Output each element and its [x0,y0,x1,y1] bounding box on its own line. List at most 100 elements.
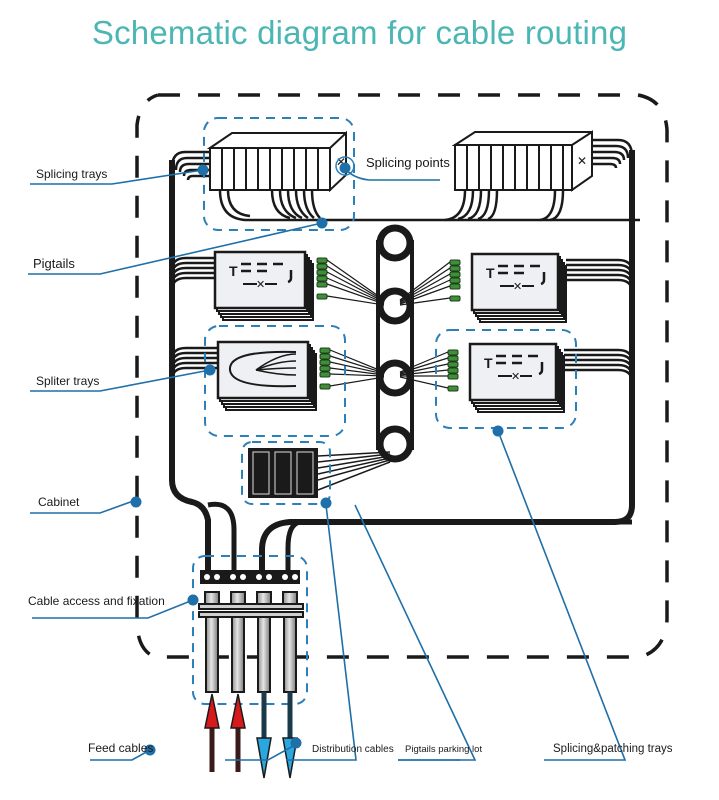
distribution-cable [261,692,267,740]
fiber-path [498,264,540,275]
connector [316,293,328,300]
label-splicing-points: Splicing points [366,155,450,170]
splice-mark-icon: ✕ [511,371,520,383]
splicing-tray-left: ✕ [170,130,640,222]
splitter-branch [255,353,297,371]
connector [447,373,459,380]
trunk-fiber [170,276,215,291]
label-splicing-trays: Splicing trays [36,167,107,181]
gland-plate [198,611,304,618]
feed-arrow-icon [204,693,220,729]
trunk-fiber [170,356,218,371]
connector [316,281,328,288]
trunk-fiber [170,256,215,271]
splice-mark-icon: ✕ [336,155,346,169]
distribution-arrow-icon [282,737,298,779]
splicing-tray-right: ✕ [444,130,634,222]
fiber-hook [540,272,546,286]
tray-group: T✕T✕T✕ [170,250,634,413]
patching-tray-group-outline [435,329,577,429]
fiber [399,297,451,306]
cable-tube [205,615,219,693]
splicing-tray: T✕ [399,342,634,413]
splice-mark-icon: ✕ [577,154,587,168]
splitter-tray [170,340,385,411]
fiber [329,376,385,387]
clamp-screw [256,574,262,580]
clamp-screw [240,574,246,580]
fiber [399,363,449,375]
connector [316,275,328,282]
splice-mark-icon: ✕ [256,279,265,291]
cable-arrows [204,692,298,779]
connector [449,259,461,266]
fiber [399,273,451,303]
gland-plate [198,603,304,610]
fiber [399,357,449,374]
cable-access-fixation [198,570,304,693]
fiber [329,361,385,375]
trunk-fiber [170,261,215,276]
trunk-fiber [566,268,634,283]
clamp-screw [266,574,272,580]
slack-ring-column [376,224,414,463]
fiber [326,295,385,306]
trunk-fiber [170,346,218,361]
fiber [399,376,449,389]
feed-cable [209,726,215,772]
clamp-screw [230,574,236,580]
fiber [399,267,451,302]
fiber [399,369,449,376]
callout-dots [130,162,504,756]
connector [449,271,461,278]
label-spliter-trays: Spliter trays [36,374,99,388]
trunk-fiber [566,273,634,288]
label-cable-access: Cable access and fixation [28,594,165,608]
fiber [399,261,451,301]
trunk-fiber [564,353,634,368]
trunk-fiber [566,278,634,293]
parking-lot-group-outline [241,441,331,505]
splitter-loop-icon [228,350,297,388]
cable-tube [257,615,271,693]
main-cable-branches [207,501,632,570]
connector [449,283,461,290]
splicing-tray: T✕ [170,250,385,321]
feed-arrow-icon [230,693,246,729]
diagram-title: Schematic diagram for cable routing [91,14,628,51]
label-splicing-patching-trays: Splicing&patching trays [553,743,673,755]
label-distribution-cables: Distribution cables [312,744,394,755]
fiber [326,265,385,302]
connector [447,349,459,356]
connector [319,347,331,354]
fiber-path [241,262,283,273]
connector [316,257,328,264]
connector [447,355,459,362]
cable-tube [283,615,297,693]
tray-glyph: T [229,263,238,279]
gland-cap [282,591,298,605]
trunk-fiber [566,258,634,273]
tray-glyph: T [486,265,495,281]
label-feed-cables: Feed cables [88,741,153,755]
fiber [326,283,385,305]
gland-cap [256,591,272,605]
fiber [329,349,385,373]
feed-cable [235,726,241,772]
label-pigtails: Pigtails [33,256,75,271]
clamp-screw [282,574,288,580]
splice-mark-icon: ✕ [513,281,522,293]
connector [449,265,461,272]
connector [447,367,459,374]
distribution-cable [287,692,293,740]
cabinet-outline [135,93,669,659]
trunk-fiber [170,271,215,286]
fiber-hook [538,362,544,376]
cable-tube [231,615,245,693]
fiber [399,279,451,304]
cable-access-group-outline [192,555,308,705]
connector [447,361,459,368]
connector [449,277,461,284]
connector [449,295,461,302]
